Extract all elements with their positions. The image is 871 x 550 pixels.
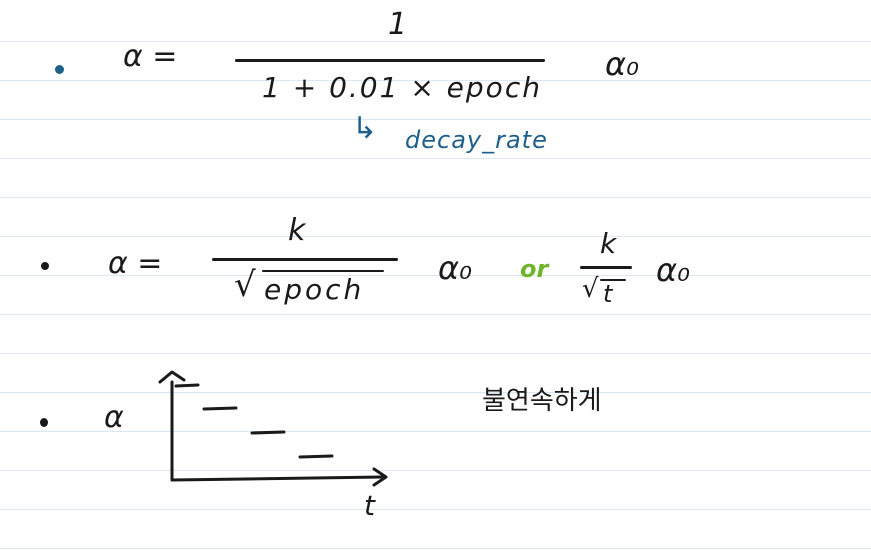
- x-axis-label: t: [364, 489, 375, 522]
- bullet-1: [55, 65, 64, 74]
- formula2-alt-denominator: t: [603, 280, 613, 308]
- sqrt-overline-1: [262, 270, 384, 272]
- formula1-numerator: 1: [388, 7, 408, 42]
- formula1-denominator: 1 + 0.01 × epoch: [262, 71, 542, 104]
- x-axis: [170, 475, 386, 482]
- sqrt-sign-1: √: [234, 265, 256, 305]
- step-segment: [250, 430, 286, 435]
- formula2-alt-fraction-bar: [580, 266, 632, 269]
- steps-group: [202, 406, 334, 459]
- y-axis-arrow-icon: [158, 370, 186, 384]
- formula1-factor: α₀: [605, 45, 639, 83]
- formula2-connector: or: [520, 255, 549, 283]
- sqrt-overline-2: [600, 279, 626, 281]
- formula1-fraction-bar: [235, 59, 545, 62]
- formula2-numerator: k: [288, 213, 306, 248]
- bullet-3: [40, 418, 48, 427]
- formula2-alt-factor: α₀: [656, 251, 690, 289]
- formula3-lhs: α: [104, 400, 124, 435]
- sqrt-sign-2: √: [582, 274, 599, 304]
- y-axis-top-tick: [174, 383, 200, 388]
- formula2-denominator: epoch: [264, 273, 365, 306]
- formula3-note: 불연속하게: [482, 386, 602, 416]
- formula2-factor: α₀: [438, 249, 472, 287]
- formula2-lhs: α =: [108, 246, 163, 281]
- bullet-2: [41, 262, 49, 270]
- formula2-fraction-bar: [212, 258, 398, 261]
- step-segment: [202, 406, 238, 411]
- formula2-alt-numerator: k: [600, 227, 617, 260]
- formula1-annotation: decay_rate: [405, 126, 548, 154]
- formula1-annotation-arrow: ↳: [352, 111, 378, 146]
- formula1-lhs: α =: [123, 39, 178, 74]
- step-segment: [298, 454, 334, 459]
- x-axis-arrow-icon: [372, 467, 388, 487]
